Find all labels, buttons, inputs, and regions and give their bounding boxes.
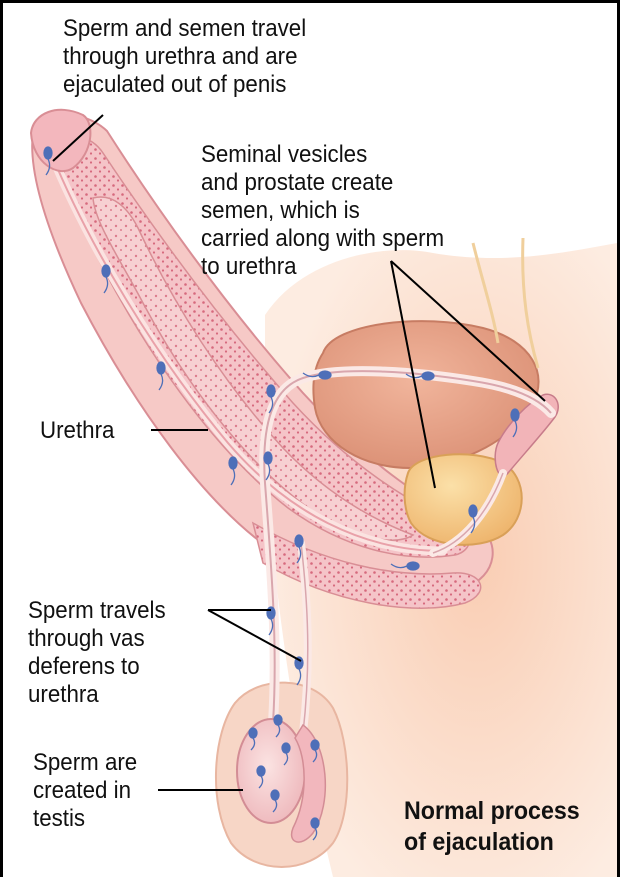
prostate — [403, 453, 523, 546]
ureter-right — [521, 237, 540, 369]
ureter-left — [471, 242, 500, 344]
label-testis: Sperm are created in testis — [33, 749, 138, 832]
leader-vas-2 — [207, 609, 302, 662]
sperm-cells — [43, 146, 520, 841]
label-seminal-vesicles: Seminal vesicles and prostate create sem… — [201, 141, 445, 280]
leader-seminal-vesicles-1 — [390, 260, 436, 489]
leader-urethra-travel — [52, 114, 104, 162]
label-urethra-travel: Sperm and semen travel through urethra a… — [63, 15, 307, 98]
label-vas-deferens: Sperm travels through vas deferens to ur… — [28, 597, 166, 708]
leader-lines — [52, 114, 546, 791]
anatomy-illustration — [29, 108, 617, 877]
label-urethra: Urethra — [40, 417, 115, 444]
leader-seminal-vesicles-2 — [390, 260, 546, 402]
testis — [236, 718, 306, 824]
corpus-cavernosum — [92, 196, 415, 541]
diagram-title: Normal process of ejaculation — [404, 797, 580, 856]
lower-tissue-band — [251, 521, 482, 610]
